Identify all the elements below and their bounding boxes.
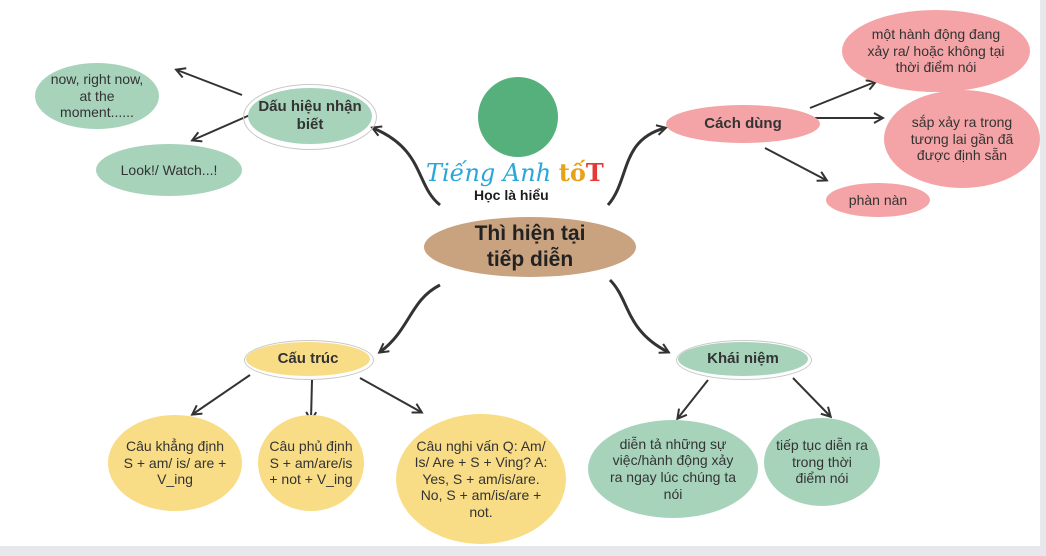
arrow-khai-niem-to-dien-ta (678, 379, 709, 418)
center-topic-line2: tiếp diễn (486, 248, 574, 271)
arrow-center-to-cau-truc (380, 283, 441, 352)
arrow-dau-hieu-to-now (177, 70, 243, 96)
cau-truc-item-phu-dinh: Câu phủ định S + am/are/is + not + V_ing (258, 415, 364, 511)
khai-niem-topic: Khái niệm (678, 342, 808, 376)
canvas-edge-bottom (0, 546, 1046, 556)
cach-dung-topic: Cách dùng (666, 105, 820, 143)
brand-slogan: Học là hiểu (474, 187, 549, 203)
cach-dung-item-sap-xay-ra: sắp xảy ra trong tương lai gần đã được đ… (884, 90, 1040, 188)
brand-name: Tiếng Anh tốT (426, 158, 604, 187)
dau-hieu-item-now: now, right now, at the moment...... (35, 63, 159, 129)
cau-truc-topic: Cấu trúc (246, 342, 370, 376)
arrow-cach-dung-to-phan-nan (764, 147, 826, 180)
arrow-cach-dung-to-hanh-dong (809, 82, 875, 109)
dau-hieu-topic: Dấu hiệu nhận biết (248, 88, 372, 144)
cau-truc-item-khang-dinh: Câu khẳng định S + am/ is/ are + V_ing (108, 415, 242, 511)
arrow-center-to-cach-dung (606, 128, 665, 206)
canvas-edge-right (1040, 0, 1046, 546)
khai-niem-item-tiep-tuc: tiếp tục diễn ra trong thời điểm nói (764, 418, 880, 506)
arrow-cau-truc-to-nghi-van (359, 377, 421, 412)
arrow-center-to-khai-niem (608, 278, 668, 352)
khai-niem-item-dien-ta: diễn tả những sự việc/hành động xảy ra n… (588, 420, 758, 518)
arrow-cau-truc-to-khang-dinh (193, 374, 251, 414)
dau-hieu-item-look: Look!/ Watch...! (96, 144, 242, 196)
cach-dung-item-hanh-dong: một hành động đang xảy ra/ hoặc không tạ… (842, 10, 1030, 92)
logo-badge (478, 77, 558, 157)
center-topic: Thì hiện tại tiếp diễn (424, 217, 636, 277)
arrow-khai-niem-to-tiep-tuc (792, 377, 830, 416)
cau-truc-item-nghi-van: Câu nghi vấn Q: Am/ Is/ Are + S + Ving? … (396, 414, 566, 544)
cach-dung-item-phan-nan: phàn nàn (826, 183, 930, 217)
mindmap-canvas: Tiếng Anh tốT Học là hiểu Thì hiện tại t… (0, 0, 1040, 546)
arrow-cau-truc-to-phu-dinh (311, 379, 312, 420)
arrow-dau-hieu-to-look (193, 114, 251, 140)
center-topic-line1: Thì hiện tại (474, 221, 586, 245)
arrow-center-to-dau-hieu (373, 128, 441, 207)
